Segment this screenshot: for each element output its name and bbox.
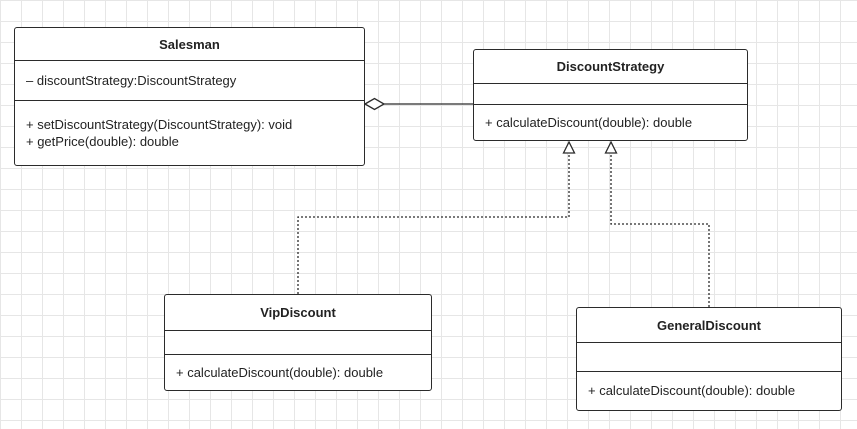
attributes-section: – discountStrategy:DiscountStrategy: [15, 61, 364, 101]
class-salesman[interactable]: Salesman – discountStrategy:DiscountStra…: [14, 27, 365, 166]
realization-arrowhead-general: [604, 140, 618, 154]
class-vip-discount[interactable]: VipDiscount + calculateDiscount(double):…: [164, 294, 432, 391]
class-name: DiscountStrategy: [474, 50, 747, 84]
attributes-section: [577, 343, 841, 372]
method: + calculateDiscount(double): double: [485, 114, 693, 130]
class-name: GeneralDiscount: [577, 308, 841, 343]
realization-line-vip: [297, 153, 570, 294]
realization-line-general: [610, 153, 710, 307]
method: + calculateDiscount(double): double: [176, 364, 384, 380]
attribute: – discountStrategy:DiscountStrategy: [26, 73, 237, 88]
attributes-section: [474, 84, 747, 105]
methods-section: + calculateDiscount(double): double: [165, 355, 431, 389]
method: + calculateDiscount(double): double: [588, 383, 796, 398]
methods-section: + calculateDiscount(double): double: [577, 372, 841, 409]
realization-arrowhead-vip: [562, 140, 576, 154]
methods-section: + calculateDiscount(double): double: [474, 105, 747, 139]
class-name: VipDiscount: [165, 295, 431, 331]
class-general-discount[interactable]: GeneralDiscount + calculateDiscount(doub…: [576, 307, 842, 411]
class-discount-strategy[interactable]: DiscountStrategy + calculateDiscount(dou…: [473, 49, 748, 141]
method: + getPrice(double): double: [26, 133, 179, 149]
method: + setDiscountStrategy(DiscountStrategy):…: [26, 116, 293, 132]
attributes-section: [165, 331, 431, 355]
class-name: Salesman: [15, 28, 364, 61]
aggregation-diamond: [363, 97, 386, 111]
methods-section: + setDiscountStrategy(DiscountStrategy):…: [15, 101, 364, 164]
